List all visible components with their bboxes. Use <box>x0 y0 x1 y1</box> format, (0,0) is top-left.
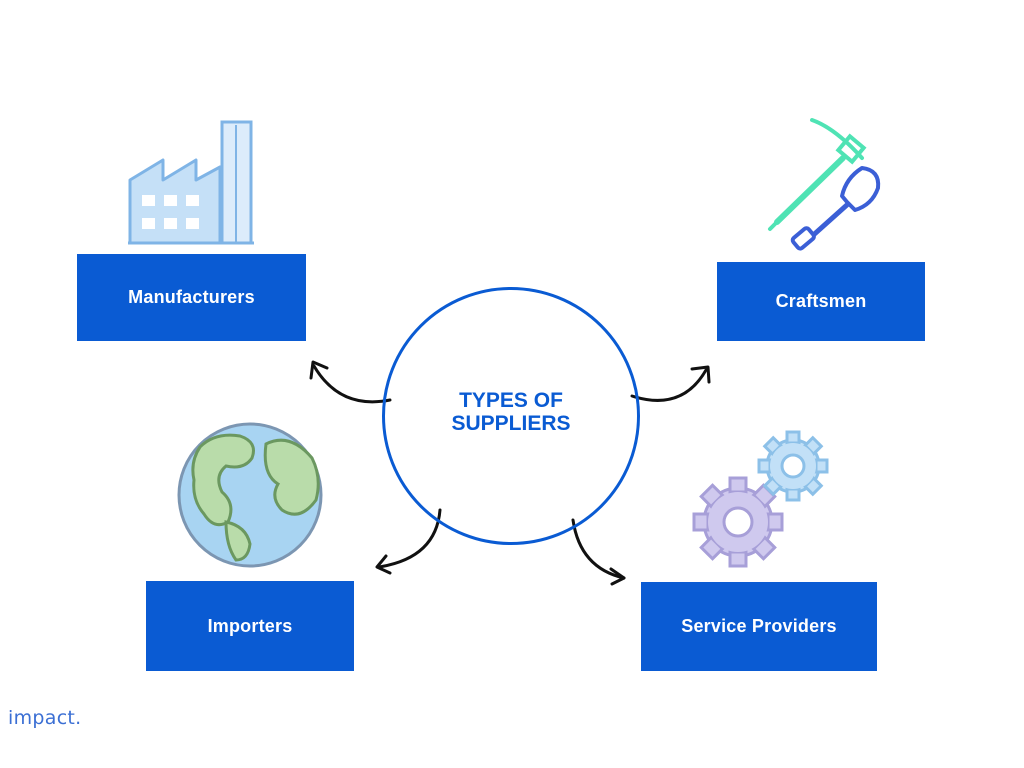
arrow-to-importers <box>375 508 442 575</box>
manufacturers-label: Manufacturers <box>128 287 255 307</box>
pickaxe-shovel-icon <box>768 118 881 251</box>
craftsmen-label: Craftsmen <box>775 291 867 311</box>
service-providers-box: Service Providers <box>641 582 877 671</box>
importers-box: Importers <box>146 581 354 671</box>
craftsmen-box: Craftsmen <box>717 262 925 341</box>
globe-icon <box>177 422 323 568</box>
service-providers-label: Service Providers <box>681 616 837 636</box>
center-circle: TYPES OF SUPPLIERS <box>382 287 640 545</box>
arrow-to-manufacturers <box>309 360 392 404</box>
importers-label: Importers <box>207 615 293 636</box>
gears-icon <box>692 430 829 568</box>
center-title: TYPES OF SUPPLIERS <box>431 389 591 435</box>
impact-logo: impact. <box>8 707 82 729</box>
factory-icon <box>128 120 254 245</box>
arrow-to-craftsmen <box>630 365 711 402</box>
arrow-to-service-providers <box>571 518 626 586</box>
center-title-line2: SUPPLIERS <box>451 412 571 435</box>
center-title-line1: TYPES OF <box>459 389 563 412</box>
manufacturers-box: Manufacturers <box>77 254 306 341</box>
